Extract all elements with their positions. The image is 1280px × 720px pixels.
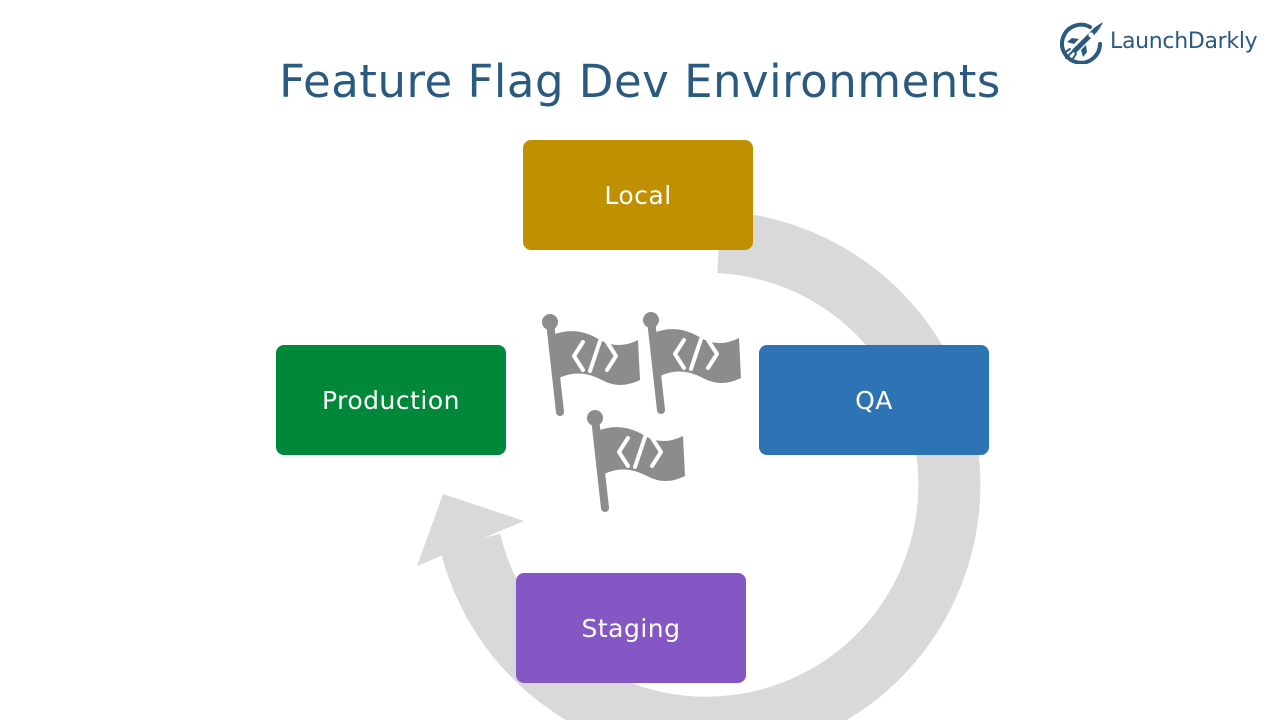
code-flag-icon (643, 312, 741, 410)
qa-environment-box: QA (759, 345, 989, 455)
production-environment-box: Production (276, 345, 506, 455)
code-flag-icon (587, 410, 685, 508)
code-flag-icon (542, 314, 640, 412)
staging-environment-box: Staging (516, 573, 746, 683)
qa-environment-label: QA (855, 385, 893, 415)
slide-title: Feature Flag Dev Environments (279, 55, 1001, 108)
local-environment-box: Local (523, 140, 753, 250)
launchdarkly-logo: LaunchDarkly (1060, 20, 1260, 64)
rocket-icon (1060, 22, 1103, 64)
local-environment-label: Local (604, 180, 672, 210)
logo-text: LaunchDarkly (1110, 29, 1258, 54)
production-environment-label: Production (321, 385, 460, 415)
staging-environment-label: Staging (581, 613, 681, 643)
cycle-arrowhead (417, 494, 524, 566)
